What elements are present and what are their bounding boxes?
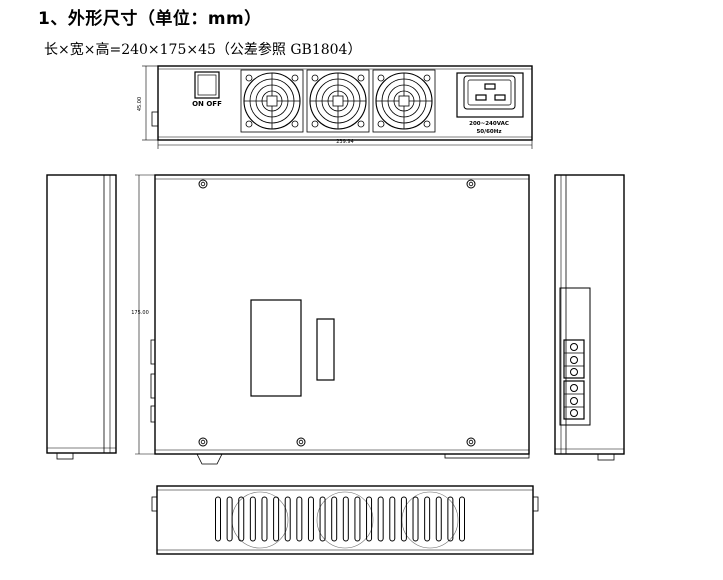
depth-dimension: 175.00 [131, 174, 155, 455]
left-side-view [46, 174, 117, 460]
screw-icon [198, 179, 208, 189]
dimensions-spec: 长×宽×高=240×175×45（公差参照 GB1804） [44, 42, 362, 58]
vent-slot [389, 496, 396, 542]
vent-slot [459, 496, 465, 542]
bottom-view [151, 485, 539, 555]
width-dimension: 239.94 [157, 139, 533, 149]
width-dim-label: 239.94 [336, 139, 354, 145]
vent-slot [400, 496, 407, 542]
screw-icon [466, 179, 476, 189]
vent-slot [424, 496, 431, 542]
vent-slot [215, 496, 221, 542]
vent-slot [319, 496, 326, 542]
vent-slot [226, 496, 233, 542]
vent-slot [366, 496, 373, 542]
vent-slot [377, 496, 384, 542]
vent-slot [238, 496, 245, 542]
screw-icon [296, 437, 306, 447]
vent-slot [273, 496, 280, 542]
section-heading: 1、外形尺寸（单位：mm） [38, 9, 262, 29]
frequency-label: 50/60Hz [476, 129, 501, 135]
switch-label: ON OFF [192, 100, 222, 108]
fan-group [240, 69, 436, 133]
power-switch: ON OFF [192, 71, 222, 108]
vent-slot [261, 496, 268, 542]
vent-slot [331, 496, 338, 542]
ac-inlet: 200~240VAC 50/60Hz [456, 72, 524, 135]
screw-icon [198, 437, 208, 447]
vent-slot [412, 496, 419, 542]
vent-slot [435, 496, 442, 542]
screw-icon [466, 437, 476, 447]
vent-slot [249, 496, 256, 542]
vent-slot [284, 496, 291, 542]
vent-slot [447, 496, 454, 542]
fan-grille-icon [372, 69, 436, 133]
terminal-block-upper [563, 339, 585, 379]
height-dimension: 45.00 [137, 65, 158, 141]
fan-grille-icon [306, 69, 370, 133]
fan-grille-icon [240, 69, 304, 133]
vent-slot [296, 496, 303, 542]
vent-slot-group [215, 496, 465, 542]
vent-slot [307, 496, 314, 542]
terminal-block-lower [563, 380, 585, 420]
right-side-view [554, 174, 625, 461]
vent-slot [342, 496, 349, 542]
voltage-label: 200~240VAC [469, 121, 509, 127]
front-view: ON OFF 200~240VAC 50/60Hz 45.00 2 [137, 65, 533, 149]
vent-slot [354, 496, 361, 542]
screw-group [198, 179, 476, 447]
height-dim-label: 45.00 [137, 97, 143, 111]
top-view: 175.00 [131, 174, 530, 465]
depth-dim-label: 175.00 [131, 310, 149, 316]
